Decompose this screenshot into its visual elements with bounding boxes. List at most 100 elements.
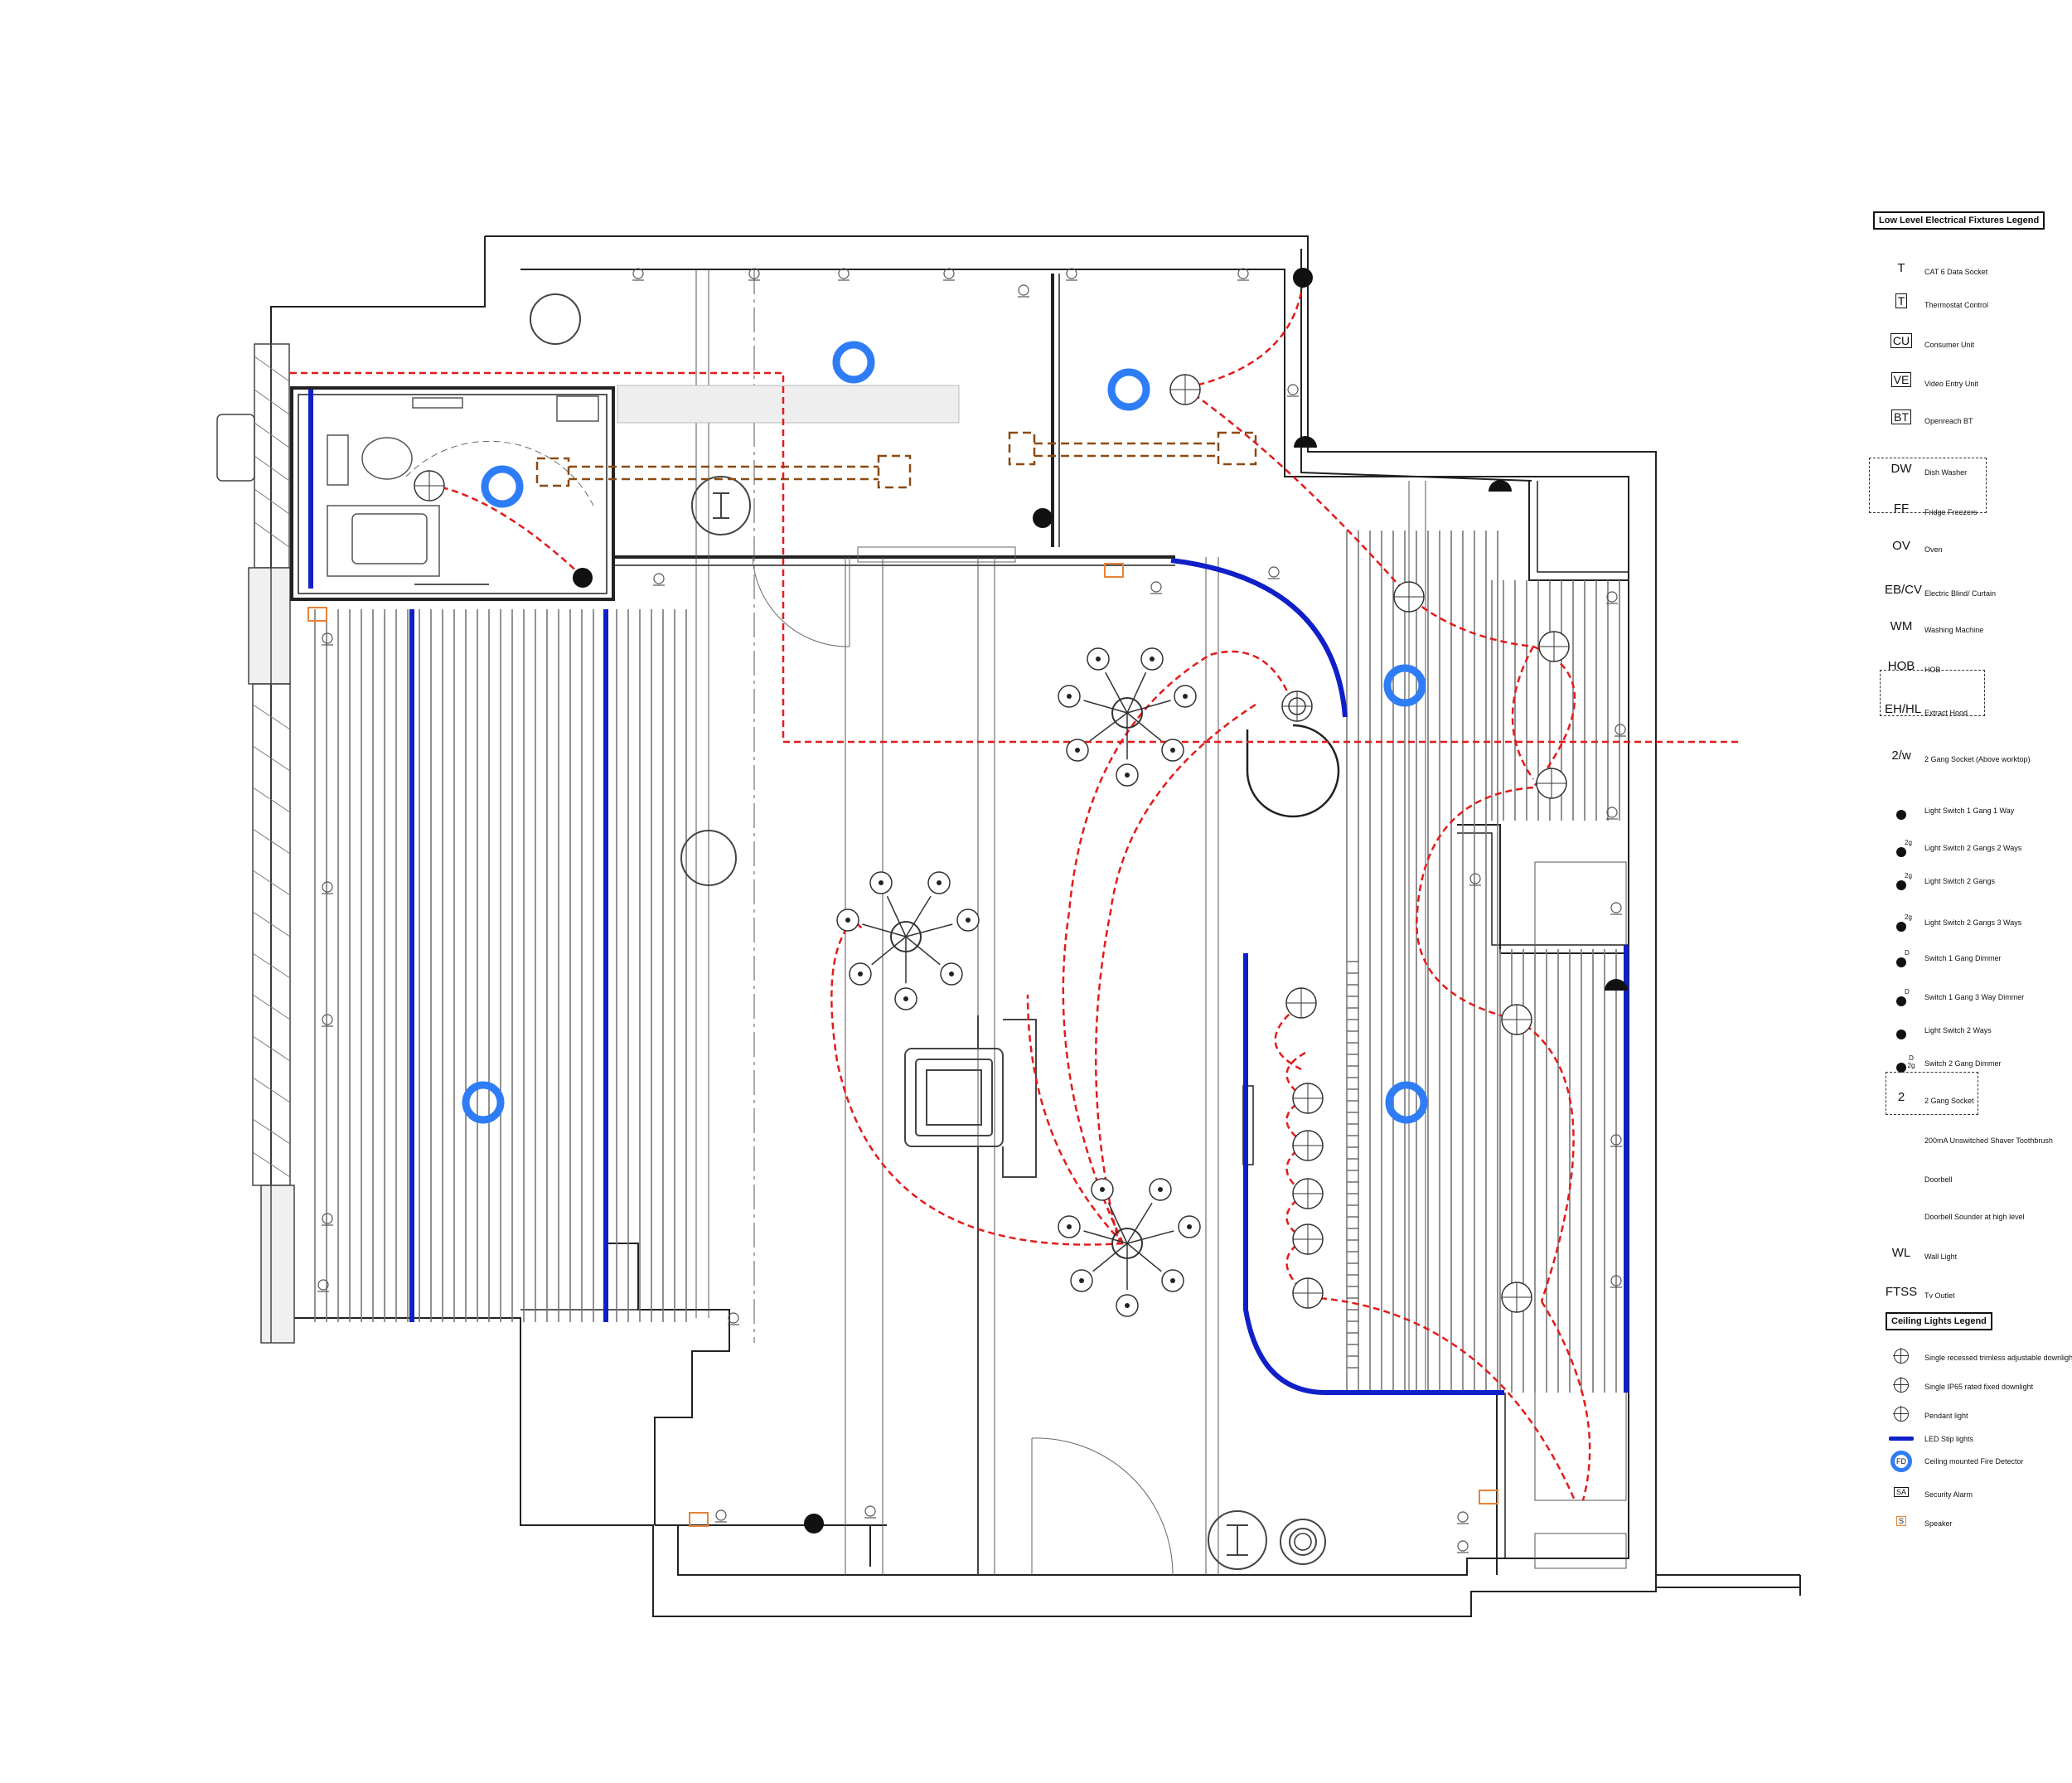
pendant-dot bbox=[1183, 694, 1188, 699]
legend-symbol-text: CU bbox=[1890, 333, 1913, 348]
legend-row: Pendant light bbox=[1873, 1405, 2072, 1430]
wall-socket-icon bbox=[728, 1312, 739, 1324]
wall-sockets bbox=[317, 268, 1626, 1553]
fridge-icon: FF bbox=[1885, 501, 1918, 526]
fire-detector-icon bbox=[1385, 1081, 1428, 1124]
socket-icon: 2 bbox=[1885, 1090, 1918, 1115]
legend-row: Single recessed trimless adjustable down… bbox=[1873, 1347, 2072, 1372]
pendant-dot bbox=[1158, 1187, 1163, 1192]
pendant-arm bbox=[1105, 671, 1128, 714]
wall-socket-icon bbox=[322, 632, 333, 644]
exterior-wall-hatch bbox=[252, 356, 291, 1178]
extract-hood-icon: EH/HL bbox=[1885, 702, 1922, 727]
legend-label: Light Switch 2 Gangs 2 Ways bbox=[1924, 844, 2022, 852]
wall-socket-icon bbox=[748, 268, 760, 279]
dimmer-icon: D bbox=[1885, 947, 1918, 972]
switch-icon bbox=[1885, 800, 1918, 825]
switch-dot bbox=[1896, 880, 1906, 890]
pendant-dot bbox=[858, 971, 863, 976]
pendant-dot bbox=[1096, 657, 1101, 661]
switch-icon bbox=[573, 568, 593, 588]
legend-symbol-text: D 2g bbox=[1907, 1054, 1915, 1069]
wall-socket-icon bbox=[838, 268, 850, 279]
legend-label: Light Switch 2 Ways bbox=[1924, 1026, 1992, 1034]
pendant-dot bbox=[903, 996, 908, 1001]
wall-socket-icon bbox=[1615, 724, 1626, 735]
legend-label: Oven bbox=[1924, 545, 1943, 554]
grid-lines bbox=[695, 269, 1627, 1575]
legend-label: Switch 2 Gang Dimmer bbox=[1924, 1059, 2002, 1068]
dishwasher-icon: DW bbox=[1885, 462, 1918, 487]
wall-socket-icon bbox=[322, 881, 333, 893]
wall-socket-icon bbox=[1457, 1540, 1469, 1552]
wall-socket-icon bbox=[1469, 873, 1481, 884]
wall-socket-icon bbox=[715, 1509, 727, 1521]
legend-symbol-text: FTSS bbox=[1885, 1285, 1918, 1299]
legend-symbol-text: SA bbox=[1893, 1487, 1909, 1497]
round-fixtures bbox=[530, 293, 1326, 1570]
ac-cassette-unit bbox=[904, 1015, 1037, 1575]
pendant-dot bbox=[937, 880, 942, 885]
legend-row: Doorbell bbox=[1873, 1169, 2072, 1194]
pendant-arm bbox=[1089, 712, 1128, 742]
wall-socket-icon bbox=[1606, 807, 1618, 818]
sounder-icon bbox=[1885, 1206, 1918, 1231]
pendant-dot bbox=[1075, 748, 1080, 753]
wall-socket-icon bbox=[864, 1505, 876, 1517]
pendant-arm bbox=[871, 936, 907, 966]
pendant-dot bbox=[1079, 1278, 1084, 1283]
shaver-icon bbox=[1885, 1130, 1918, 1155]
legend-label: Washing Machine bbox=[1924, 626, 1984, 634]
legend-symbol-text: FF bbox=[1893, 501, 1910, 516]
half-dot-switch-icon bbox=[1489, 480, 1512, 492]
pendant-arm bbox=[1126, 1230, 1174, 1244]
doors bbox=[405, 440, 1174, 1576]
legend-label: Single IP65 rated fixed downlight bbox=[1924, 1383, 2034, 1391]
led-strip-lights bbox=[308, 390, 1629, 1395]
pendant-arm bbox=[1092, 1243, 1128, 1272]
switch-dot bbox=[1896, 996, 1906, 1006]
consumer-unit-icon: CU bbox=[1885, 333, 1918, 359]
legend-label: Light Switch 2 Gangs bbox=[1924, 877, 1996, 885]
half-dot-switch-icon bbox=[1605, 979, 1628, 991]
duct-runs bbox=[535, 431, 1257, 489]
pendant-arm bbox=[905, 895, 932, 938]
legend-row: 200mA Unswitched Shaver Toothbrush bbox=[1873, 1130, 2072, 1155]
legend-symbol-text: 2g bbox=[1905, 913, 1912, 921]
blind-icon: EB/CV bbox=[1885, 583, 1922, 608]
pendant-dot bbox=[1170, 748, 1175, 753]
legend-row: Light Switch 1 Gang 1 Way bbox=[1873, 800, 2072, 825]
legend-label: Extract Hood bbox=[1924, 709, 1968, 717]
washing-machine-icon: WM bbox=[1885, 619, 1918, 644]
pendant-dot bbox=[1125, 1303, 1130, 1308]
legend-label: Light Switch 1 Gang 1 Way bbox=[1924, 807, 2015, 815]
pendant-dot bbox=[879, 880, 884, 885]
half-dot-switch-icon bbox=[1294, 436, 1317, 448]
downlight-ip65-icon bbox=[1885, 1376, 1918, 1401]
legend-symbol-text: EH/HL bbox=[1885, 702, 1922, 716]
batten-ceiling-slats bbox=[314, 531, 1629, 1393]
dimmer-icon: D 2g bbox=[1885, 1053, 1918, 1078]
legend-row: Light Switch 2 Ways bbox=[1873, 1020, 2072, 1044]
legend-group-socket bbox=[1886, 1072, 1978, 1115]
switch-dot bbox=[1896, 810, 1906, 820]
wall-socket-icon bbox=[1610, 902, 1622, 913]
wall-socket-icon bbox=[1610, 1275, 1622, 1286]
legend-symbol-text: EB/CV bbox=[1885, 583, 1923, 597]
pendant-arm bbox=[905, 923, 953, 938]
legend-label: Thermostat Control bbox=[1924, 301, 1989, 309]
legend-label: Video Entry Unit bbox=[1924, 380, 1978, 388]
legend-label: Electric Blind/ Curtain bbox=[1924, 589, 1997, 598]
legend-label: Switch 1 Gang 3 Way Dimmer bbox=[1924, 993, 2025, 1001]
pendant-dot bbox=[1067, 694, 1072, 699]
wall-socket-icon bbox=[1237, 268, 1249, 279]
openreach-icon: BT bbox=[1885, 409, 1918, 435]
